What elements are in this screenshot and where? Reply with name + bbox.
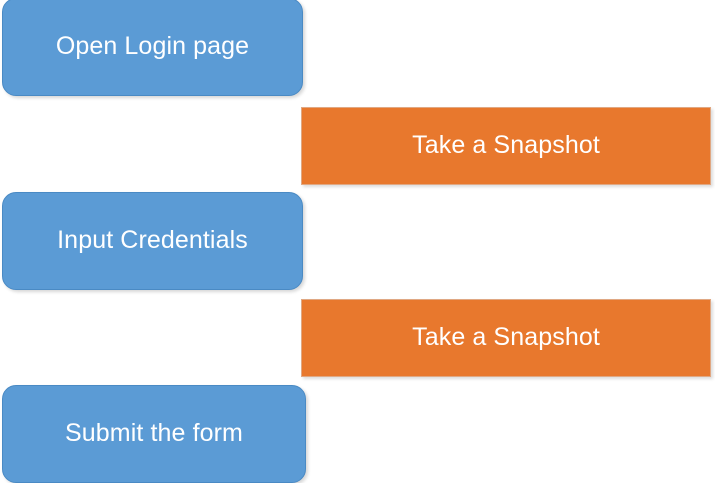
snapshot-box-1-label: Take a Snapshot: [412, 131, 600, 160]
snapshot-box-2-label: Take a Snapshot: [412, 323, 600, 352]
step-open-login-page-label: Open Login page: [55, 32, 250, 61]
step-input-credentials[interactable]: Input Credentials: [2, 192, 303, 290]
snapshot-box-1[interactable]: Take a Snapshot: [301, 107, 711, 185]
step-open-login-page[interactable]: Open Login page: [2, 0, 303, 96]
snapshot-box-2[interactable]: Take a Snapshot: [301, 299, 711, 377]
step-input-credentials-label: Input Credentials: [57, 226, 248, 255]
step-submit-the-form-label: Submit the form: [65, 419, 243, 448]
step-submit-the-form[interactable]: Submit the form: [2, 385, 306, 483]
